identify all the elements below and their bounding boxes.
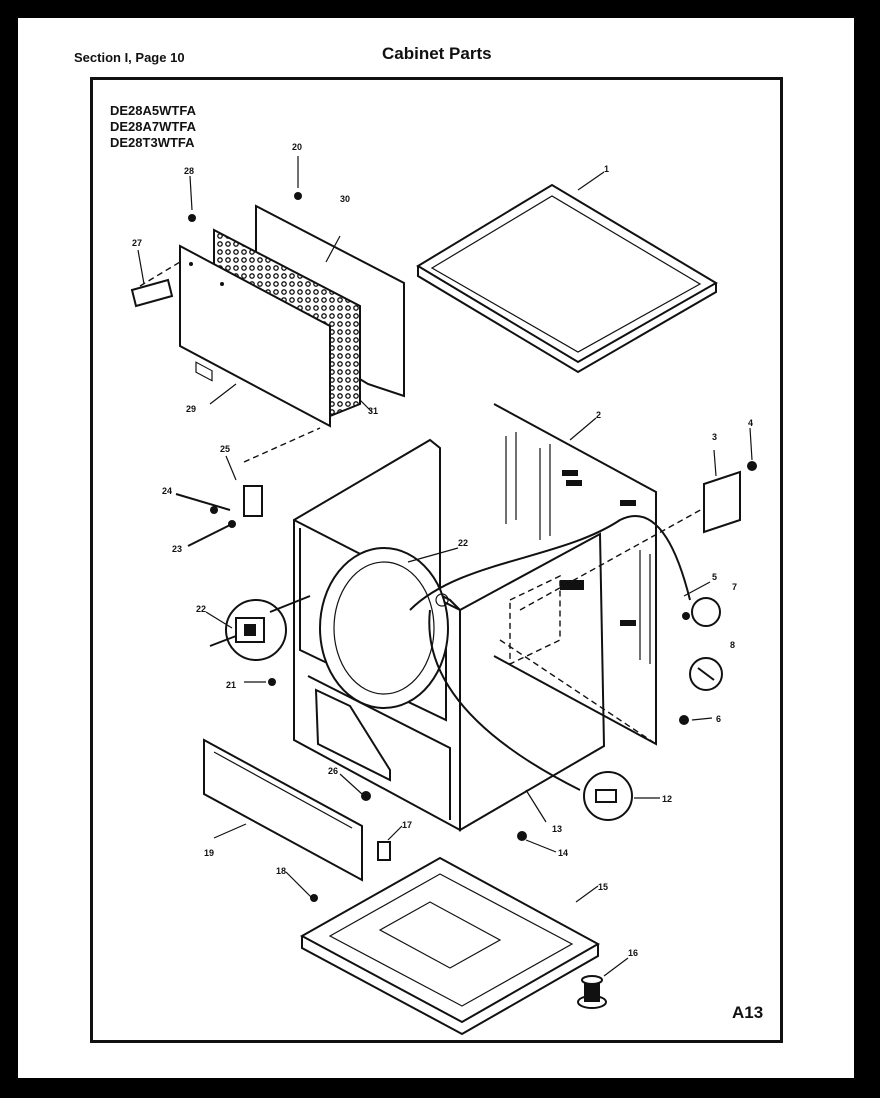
base-frame: [299, 856, 601, 1036]
callout-3: 3: [712, 432, 717, 442]
callout-2: 2: [596, 410, 601, 420]
callout-30: 30: [340, 194, 350, 204]
callout-7: 7: [732, 582, 737, 592]
callout-22-switch: 22: [196, 604, 206, 614]
callout-16: 16: [628, 948, 638, 958]
callout-21: 21: [226, 680, 236, 690]
model-number: DE28A5WTFA: [110, 103, 196, 118]
callout-8: 8: [730, 640, 735, 650]
callout-24: 24: [162, 486, 172, 496]
callout-numbers: 1 2 3 4 5 6 7 8 12 13 14 15 16 17 18 19 …: [132, 142, 753, 958]
callout-23: 23: [172, 544, 182, 554]
callout-27: 27: [132, 238, 142, 248]
callout-20: 20: [292, 142, 302, 152]
filter-assembly: [130, 204, 405, 428]
callout-12: 12: [662, 794, 672, 804]
callout-26: 26: [328, 766, 338, 776]
callout-14: 14: [558, 848, 568, 858]
model-number: DE28T3WTFA: [110, 135, 195, 150]
page-title: Cabinet Parts: [382, 44, 492, 63]
callout-19: 19: [204, 848, 214, 858]
diagram-frame: [90, 77, 783, 1043]
model-list: DE28A5WTFA DE28A7WTFA DE28T3WTFA: [110, 103, 196, 151]
callout-17: 17: [402, 820, 412, 830]
callout-4: 4: [748, 418, 753, 428]
back-panel: [493, 403, 657, 746]
callout-15: 15: [598, 882, 608, 892]
callout-1: 1: [604, 164, 609, 174]
callout-31: 31: [368, 406, 378, 416]
callout-6: 6: [716, 714, 721, 724]
diagram-code: A13: [732, 1003, 764, 1022]
screws: [188, 192, 757, 902]
callout-5: 5: [712, 572, 717, 582]
cabinet-body: [293, 438, 606, 832]
model-number: DE28A7WTFA: [110, 119, 196, 134]
top-panel: [416, 183, 718, 374]
leader-lines: [137, 156, 753, 977]
kick-panel: [203, 738, 391, 882]
door-switch: [209, 595, 311, 661]
callout-25: 25: [220, 444, 230, 454]
wire-harness: [409, 470, 741, 821]
callout-13: 13: [552, 824, 562, 834]
callout-28: 28: [184, 166, 194, 176]
section-page-label: Section I, Page 10: [74, 50, 185, 65]
callout-22-upper: 22: [458, 538, 468, 548]
callout-18: 18: [276, 866, 286, 876]
callout-29: 29: [186, 404, 196, 414]
door-hinge: [175, 427, 321, 547]
leveling-leg: [577, 975, 607, 1009]
